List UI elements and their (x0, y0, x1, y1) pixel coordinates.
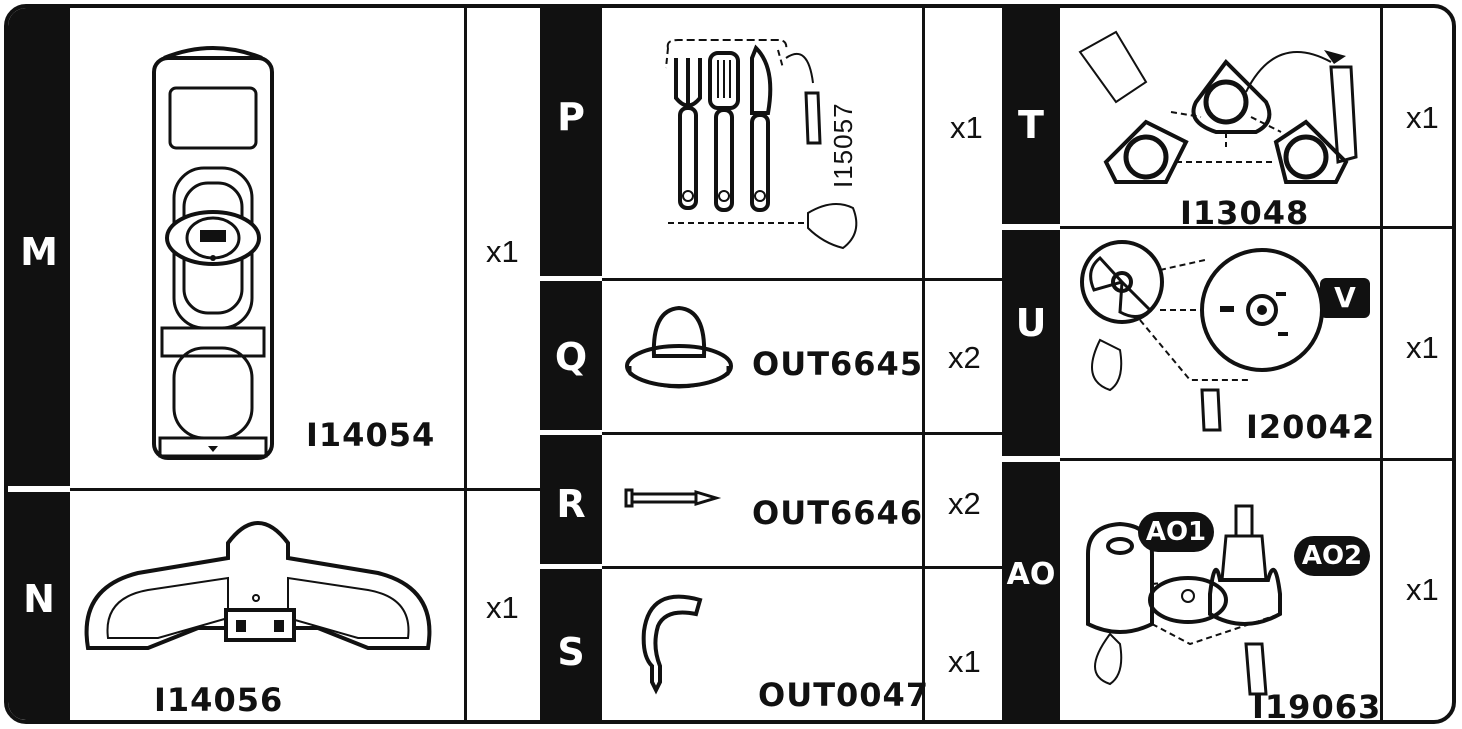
part-qty-m: x1 (486, 234, 519, 270)
part-letter-ao: AO (1002, 560, 1060, 590)
parts-list-frame: M N I14054 x1 I14056 x1 P Q R S (4, 4, 1456, 724)
band-separator (540, 564, 602, 569)
part-t-illustration (1076, 22, 1376, 192)
part-qty-q: x2 (948, 340, 981, 376)
part-code-m: I14054 (306, 416, 435, 454)
badge-ao2: AO2 (1294, 536, 1370, 576)
divider (70, 488, 540, 491)
divider (602, 566, 1002, 569)
part-letter-u: U (1002, 304, 1060, 342)
band-separator (1002, 456, 1060, 462)
part-n-illustration (78, 498, 438, 678)
part-letter-n: N (8, 580, 70, 618)
part-q-illustration (624, 300, 734, 396)
part-code-n: I14056 (154, 681, 283, 719)
part-code-q: OUT6645 (752, 345, 923, 383)
part-qty-s: x1 (948, 644, 981, 680)
part-code-s: OUT0047 (758, 676, 929, 714)
part-qty-ao: x1 (1406, 572, 1439, 608)
part-letter-p: P (540, 98, 602, 136)
divider (1380, 8, 1383, 720)
part-code-ao: I19063 (1252, 688, 1381, 724)
part-s-illustration (630, 586, 710, 696)
part-code-u: I20042 (1246, 408, 1375, 446)
divider (464, 8, 467, 720)
divider (602, 278, 1002, 281)
part-letter-s: S (540, 633, 602, 671)
part-letter-r: R (540, 485, 602, 523)
band-separator (8, 486, 70, 492)
divider (602, 432, 1002, 435)
part-u-illustration (1080, 240, 1330, 430)
part-r-illustration (624, 486, 724, 510)
part-qty-r: x2 (948, 486, 981, 522)
band-separator (1002, 224, 1060, 230)
part-qty-n: x1 (486, 590, 519, 626)
part-code-p: I15057 (828, 102, 859, 188)
band-separator (540, 276, 602, 281)
band-separator (540, 430, 602, 435)
part-qty-p: x1 (950, 110, 983, 146)
part-qty-u: x1 (1406, 330, 1439, 366)
badge-ao1: AO1 (1138, 512, 1214, 552)
part-letter-t: T (1002, 106, 1060, 144)
part-code-t: I13048 (1180, 194, 1309, 232)
part-m-illustration (148, 48, 288, 468)
part-letter-q: Q (540, 338, 602, 376)
badge-v: V (1320, 278, 1370, 318)
part-code-r: OUT6646 (752, 494, 923, 532)
part-ao-illustration (1080, 484, 1370, 704)
part-letter-m: M (8, 233, 70, 271)
divider (1060, 458, 1456, 461)
part-qty-t: x1 (1406, 100, 1439, 136)
